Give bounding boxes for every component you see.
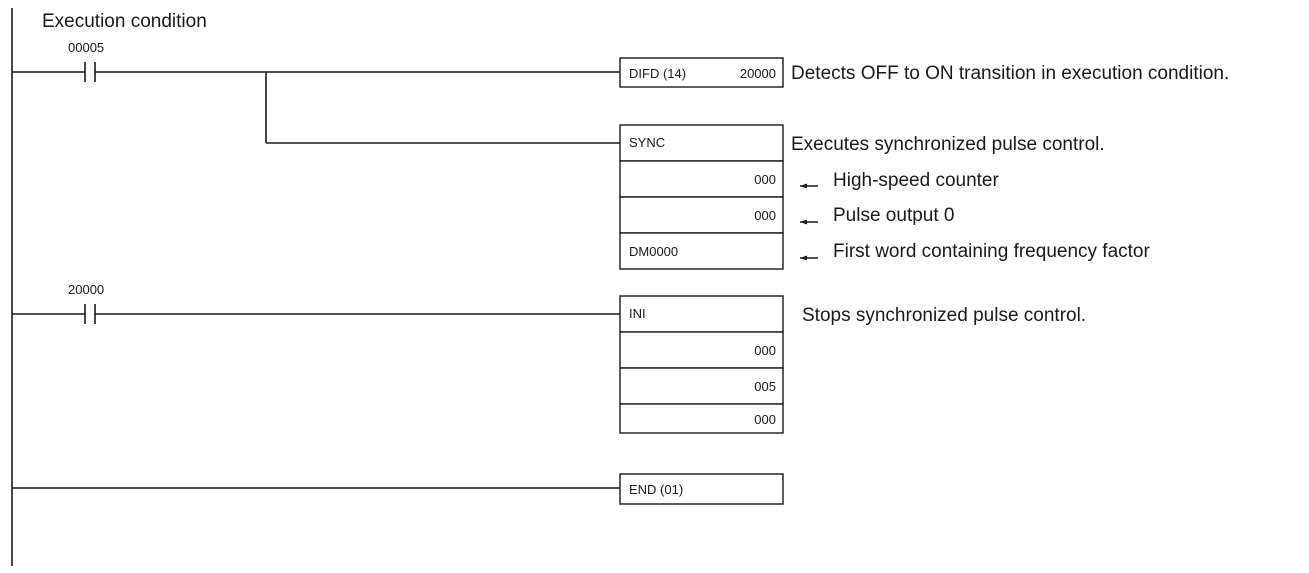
ini-operand-3: 000 [754,412,776,427]
ini-operand-1: 000 [754,343,776,358]
contact-00005 [12,62,96,82]
end-instruction-box: END (01) [619,473,784,505]
arrow-icon [800,183,818,189]
sync-operand-2-note: Pulse output 0 [833,205,954,226]
sync-instruction-box: SYNC 000 000 DM0000 [619,124,784,270]
execution-condition-label: Execution condition [42,11,207,32]
ini-operand-2: 005 [754,379,776,394]
end-instruction-label: END (01) [629,482,683,497]
difd-instruction-box: DIFD (14) 20000 [619,57,784,88]
sync-description: Executes synchronized pulse control. [791,134,1105,155]
sync-operand-1: 000 [754,172,776,187]
sync-operand-3: DM0000 [629,244,678,259]
sync-operand-1-note: High-speed counter [833,170,999,191]
difd-instruction-label: DIFD (14) [629,66,686,81]
arrow-icon [800,219,818,225]
arrow-icon [800,255,818,261]
sync-operand-2: 000 [754,208,776,223]
difd-description: Detects OFF to ON transition in executio… [791,63,1229,84]
contact-20000 [12,304,96,324]
sync-operand-3-note: First word containing frequency factor [833,241,1150,262]
ini-instruction-label: INI [629,306,646,321]
contact-label-20000: 20000 [68,282,104,297]
contact-label-00005: 00005 [68,40,104,55]
ini-instruction-box: INI 000 005 000 [619,295,784,434]
difd-operand: 20000 [740,66,776,81]
sync-instruction-label: SYNC [629,135,665,150]
ini-description: Stops synchronized pulse control. [802,305,1086,326]
